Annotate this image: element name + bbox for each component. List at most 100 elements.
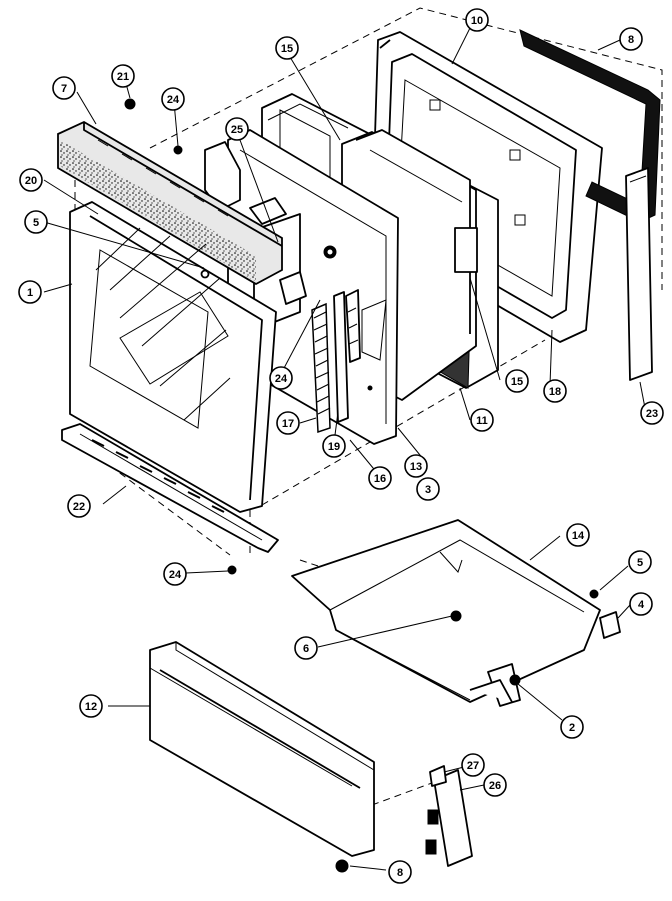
callout-number: 8: [397, 867, 403, 879]
callout-number: 17: [282, 418, 294, 430]
screw-24a: [173, 145, 183, 155]
callout-circle: [161, 87, 185, 111]
callout-number: 24: [275, 373, 288, 385]
callout-c24b: 24: [269, 366, 293, 390]
callout-c5a: 5: [24, 210, 48, 234]
callout-c12: 12: [79, 694, 103, 718]
callout-circle: [543, 379, 567, 403]
callout-circle: [461, 753, 485, 777]
callout-c18: 18: [543, 379, 567, 403]
callout-circle: [368, 466, 392, 490]
callout-circle: [269, 366, 293, 390]
callout-number: 23: [646, 408, 658, 420]
drawer-front-panel: [149, 641, 375, 857]
callout-number: 24: [169, 569, 182, 581]
callout-number: 2: [569, 722, 575, 734]
callout-c6: 6: [294, 636, 318, 660]
callout-c11: 11: [470, 408, 494, 432]
callout-c14: 14: [566, 523, 590, 547]
callout-c20: 20: [19, 168, 43, 192]
screw-21: [124, 98, 136, 110]
callout-number: 18: [549, 386, 561, 398]
callout-circle: [629, 592, 653, 616]
callout-c27: 27: [461, 753, 485, 777]
callout-number: 27: [467, 760, 479, 772]
clip-4: [599, 611, 621, 639]
callout-c19: 19: [322, 434, 346, 458]
callout-circle: [505, 369, 529, 393]
callout-number: 25: [231, 124, 243, 136]
callout-number: 22: [73, 501, 85, 513]
callout-number: 6: [303, 643, 309, 655]
callout-circle: [404, 454, 428, 478]
callout-number: 24: [167, 94, 180, 106]
callout-number: 21: [117, 71, 129, 83]
callout-number: 14: [572, 530, 585, 542]
callout-circle: [111, 64, 135, 88]
guide-lines: [61, 7, 663, 806]
screw-8b: [335, 859, 349, 873]
callout-circle: [483, 773, 507, 797]
outer-door: [69, 201, 277, 513]
callout-circle: [79, 694, 103, 718]
callout-c24a: 24: [161, 87, 185, 111]
callout-c16: 16: [368, 466, 392, 490]
callout-number: 5: [33, 217, 39, 229]
callout-circle: [275, 36, 299, 60]
callout-number: 11: [476, 415, 488, 427]
callout-c13: 13: [404, 454, 428, 478]
callout-circle: [560, 715, 584, 739]
callout-c25: 25: [225, 117, 249, 141]
callout-number: 8: [628, 34, 634, 46]
callout-number: 19: [328, 441, 340, 453]
callout-number: 4: [638, 599, 645, 611]
callout-number: 16: [374, 473, 386, 485]
callout-c5b: 5: [628, 550, 652, 574]
callout-c15b: 15: [505, 369, 529, 393]
callout-c17: 17: [276, 411, 300, 435]
top-vent-trim: [57, 120, 283, 286]
callout-number: 5: [637, 557, 643, 569]
callout-circle: [18, 280, 42, 304]
callout-number: 20: [25, 175, 37, 187]
callout-number: 15: [511, 376, 523, 388]
storage-drawer-body: [291, 519, 601, 707]
callout-number: 26: [489, 780, 501, 792]
callout-circle: [19, 168, 43, 192]
clip-27: [429, 765, 447, 787]
callout-c23: 23: [640, 401, 664, 425]
callout-circle: [163, 562, 187, 586]
callout-group: 1234556788101112131415151617181920212223…: [18, 8, 664, 884]
callout-circle: [470, 408, 494, 432]
side-trim: [625, 167, 653, 381]
screw-5b: [589, 589, 599, 599]
callout-circle: [24, 210, 48, 234]
callout-number: 1: [27, 287, 33, 299]
callout-c4: 4: [629, 592, 653, 616]
callout-circle: [52, 76, 76, 100]
callout-c3: 3: [416, 477, 440, 501]
clip-2: [509, 674, 521, 686]
callout-circle: [225, 117, 249, 141]
callout-c22: 22: [67, 494, 91, 518]
drawer-slide: [425, 769, 473, 867]
callout-circle: [416, 477, 440, 501]
callout-circle: [276, 411, 300, 435]
callout-c2: 2: [560, 715, 584, 739]
callout-number: 10: [471, 15, 483, 27]
callout-c24c: 24: [163, 562, 187, 586]
callout-circle: [619, 27, 643, 51]
bottom-door-trim: [61, 423, 279, 553]
callout-circle: [566, 523, 590, 547]
callout-c15a: 15: [275, 36, 299, 60]
callout-number: 3: [425, 484, 431, 496]
callout-c8b: 8: [388, 860, 412, 884]
callout-number: 12: [85, 701, 97, 713]
callout-c8a: 8: [619, 27, 643, 51]
screw-24c: [227, 565, 237, 575]
fasteners: [124, 98, 621, 873]
callout-c10: 10: [465, 8, 489, 32]
callout-c21: 21: [111, 64, 135, 88]
